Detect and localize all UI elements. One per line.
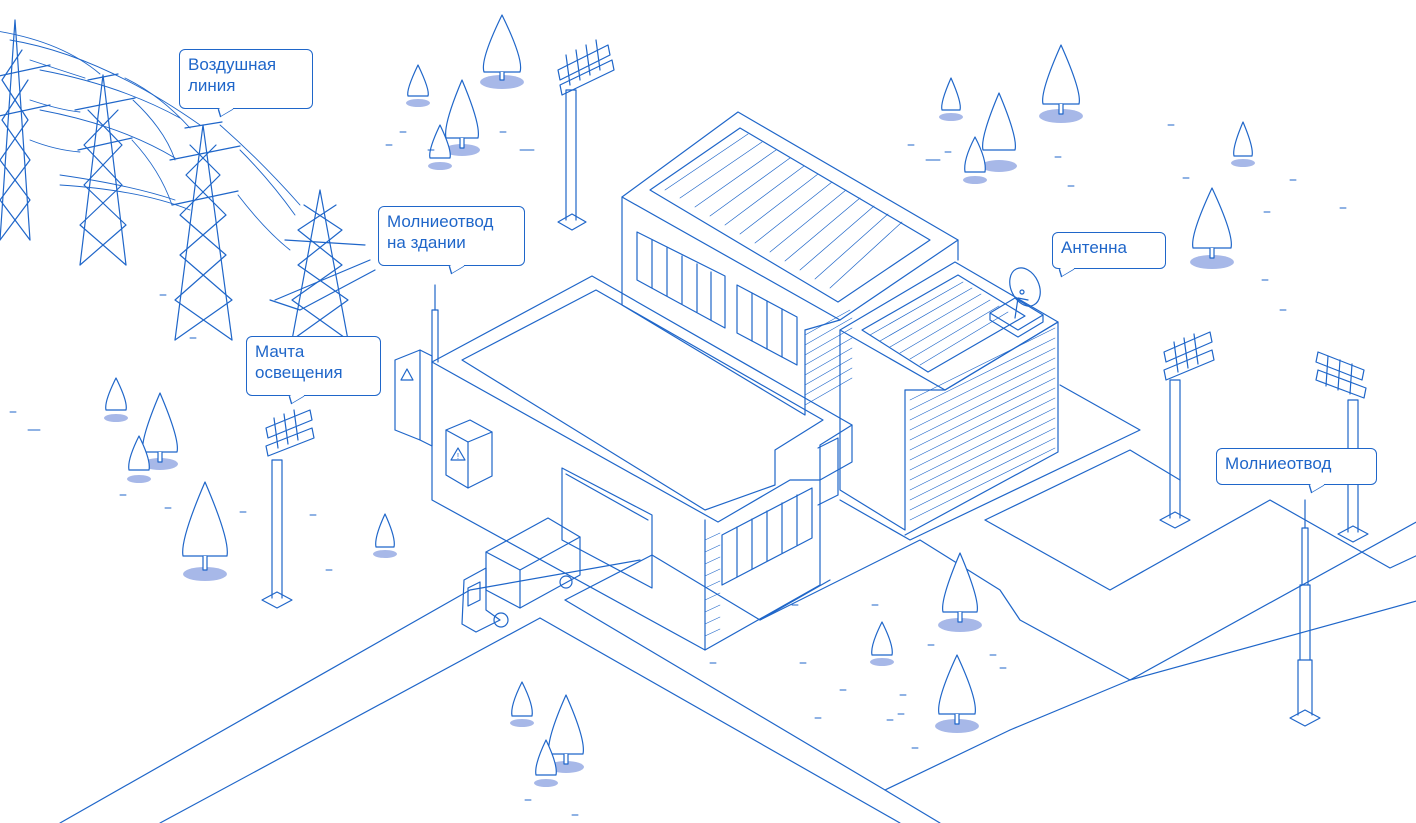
lighting-mast-2 <box>262 410 314 608</box>
label-lighting-mast: Мачта освещения <box>246 336 381 396</box>
lighting-mast-4 <box>1316 352 1368 542</box>
lightning-rod-mast <box>1290 500 1320 726</box>
building-low-block <box>432 276 852 650</box>
building-annex <box>840 262 1058 535</box>
lighting-mast-3 <box>1160 332 1214 528</box>
building-lightning-rod <box>432 285 438 362</box>
label-building-lightning-rod: Молниеотвод на здании <box>378 206 525 266</box>
warning-sign-text: ! <box>457 452 459 461</box>
trees <box>104 15 1255 787</box>
label-lightning-rod: Молниеотвод <box>1216 448 1377 485</box>
electrical-cabinet <box>395 350 492 488</box>
lighting-mast-1 <box>558 40 614 230</box>
building-tall-block <box>622 112 958 415</box>
label-overhead-line: Воздушная линия <box>179 49 313 109</box>
road-outline <box>60 385 1416 823</box>
label-antenna: Антенна <box>1052 232 1166 269</box>
